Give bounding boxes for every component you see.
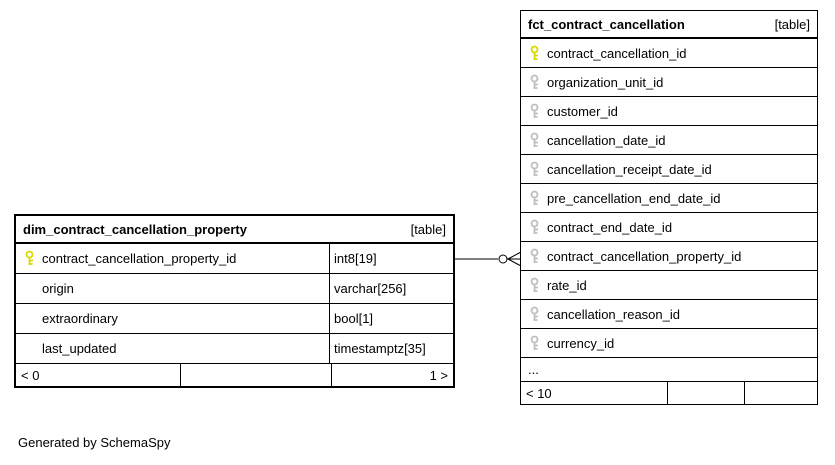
table-footer: < 0 1 > (16, 364, 453, 386)
table-row: contract_cancellation_property_id int8[1… (16, 244, 453, 274)
foreign-key-icon (521, 300, 547, 328)
table-header: dim_contract_cancellation_property [tabl… (16, 216, 453, 244)
table-row: origin varchar[256] (16, 274, 453, 304)
footer-children-count: < 0 (16, 364, 181, 386)
table-tag: [table] (410, 221, 446, 237)
column-name: last_updated (42, 341, 117, 356)
column-name: contract_end_date_id (547, 219, 673, 235)
key-spacer (16, 274, 42, 303)
foreign-key-icon (521, 242, 547, 270)
column-name: contract_cancellation_id (547, 45, 687, 61)
foreign-key-icon (521, 271, 547, 299)
footer-parents-count (745, 382, 817, 404)
foreign-key-icon (521, 184, 547, 212)
foreign-key-icon (521, 329, 547, 357)
table-name[interactable]: fct_contract_cancellation (528, 16, 685, 32)
table-row: customer_id (521, 97, 817, 126)
table-row: organization_unit_id (521, 68, 817, 97)
table-row: cancellation_date_id (521, 126, 817, 155)
column-name: contract_cancellation_property_id (42, 251, 237, 266)
table-row: contract_cancellation_property_id (521, 242, 817, 271)
column-name: customer_id (547, 103, 618, 119)
table-footer: < 10 (521, 382, 817, 404)
table-row: extraordinary bool[1] (16, 304, 453, 334)
more-columns-ellipsis: ... (528, 362, 539, 377)
key-spacer (16, 334, 42, 363)
column-name: organization_unit_id (547, 74, 664, 90)
primary-key-icon (521, 39, 547, 67)
footer-spacer-cell (181, 364, 332, 386)
foreign-key-icon (521, 126, 547, 154)
column-name: origin (42, 281, 74, 296)
table-row: contract_cancellation_id (521, 39, 817, 68)
footer-spacer-cell (668, 382, 745, 404)
table-row: cancellation_receipt_date_id (521, 155, 817, 184)
column-name: currency_id (547, 335, 615, 351)
column-type: bool[1] (329, 304, 453, 333)
zero-cardinality-circle-icon (498, 254, 508, 264)
column-type: varchar[256] (329, 274, 453, 303)
column-name: rate_id (547, 277, 587, 293)
table-row: last_updated timestamptz[35] (16, 334, 453, 364)
footer-parents-count: 1 > (429, 367, 448, 383)
column-name: cancellation_reason_id (547, 306, 680, 322)
table-row-ellipsis: ... (521, 358, 817, 382)
table-dim_contract_cancellation_property: dim_contract_cancellation_property [tabl… (14, 214, 455, 388)
table-row: pre_cancellation_end_date_id (521, 184, 817, 213)
column-name: extraordinary (42, 311, 118, 326)
table-name[interactable]: dim_contract_cancellation_property (23, 221, 247, 237)
foreign-key-icon (521, 213, 547, 241)
primary-key-icon (16, 244, 42, 273)
schemaspy-credit: Generated by SchemaSpy (18, 435, 171, 450)
table-row: contract_end_date_id (521, 213, 817, 242)
table-row: cancellation_reason_id (521, 300, 817, 329)
table-row: currency_id (521, 329, 817, 358)
table-fct_contract_cancellation: fct_contract_cancellation [table] contra… (520, 10, 818, 405)
table-tag: [table] (774, 16, 810, 32)
footer-children-count: < 10 (521, 382, 668, 404)
table-header: fct_contract_cancellation [table] (521, 11, 817, 39)
column-type: int8[19] (329, 244, 453, 273)
table-row: rate_id (521, 271, 817, 300)
foreign-key-icon (521, 155, 547, 183)
column-name: cancellation_date_id (547, 132, 666, 148)
column-name: pre_cancellation_end_date_id (547, 190, 721, 206)
column-name: contract_cancellation_property_id (547, 248, 742, 264)
column-name: cancellation_receipt_date_id (547, 161, 712, 177)
key-spacer (16, 304, 42, 333)
foreign-key-icon (521, 68, 547, 96)
foreign-key-icon (521, 97, 547, 125)
column-type: timestamptz[35] (329, 334, 453, 363)
